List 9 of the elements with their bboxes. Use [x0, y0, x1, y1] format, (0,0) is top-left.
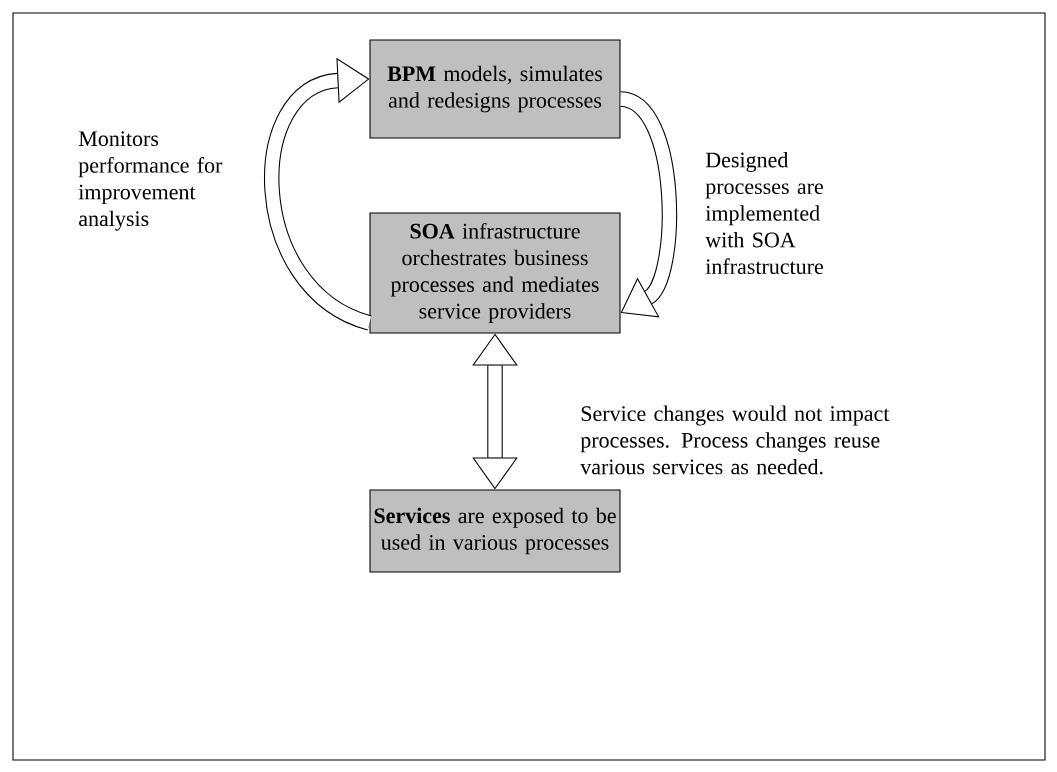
edge-label: Designed processes are implemented with SOA infrastructure [705, 151, 823, 275]
process-box: SOA infrastructure orchestrates business processes and mediates service providers [369, 212, 621, 334]
process-box: Services are exposed to be used in various processes [369, 489, 621, 573]
edge-label: Service changes would not impact processes. Process changes reuse various services as needed. [580, 405, 890, 475]
block-arrow [618, 91, 678, 318]
block-arrow [264, 57, 373, 331]
block-arrow [472, 333, 518, 490]
process-box: BPM models, simulates and redesigns processes [369, 39, 621, 139]
edge-label: Monitors performance for improvement analysis [78, 131, 223, 231]
